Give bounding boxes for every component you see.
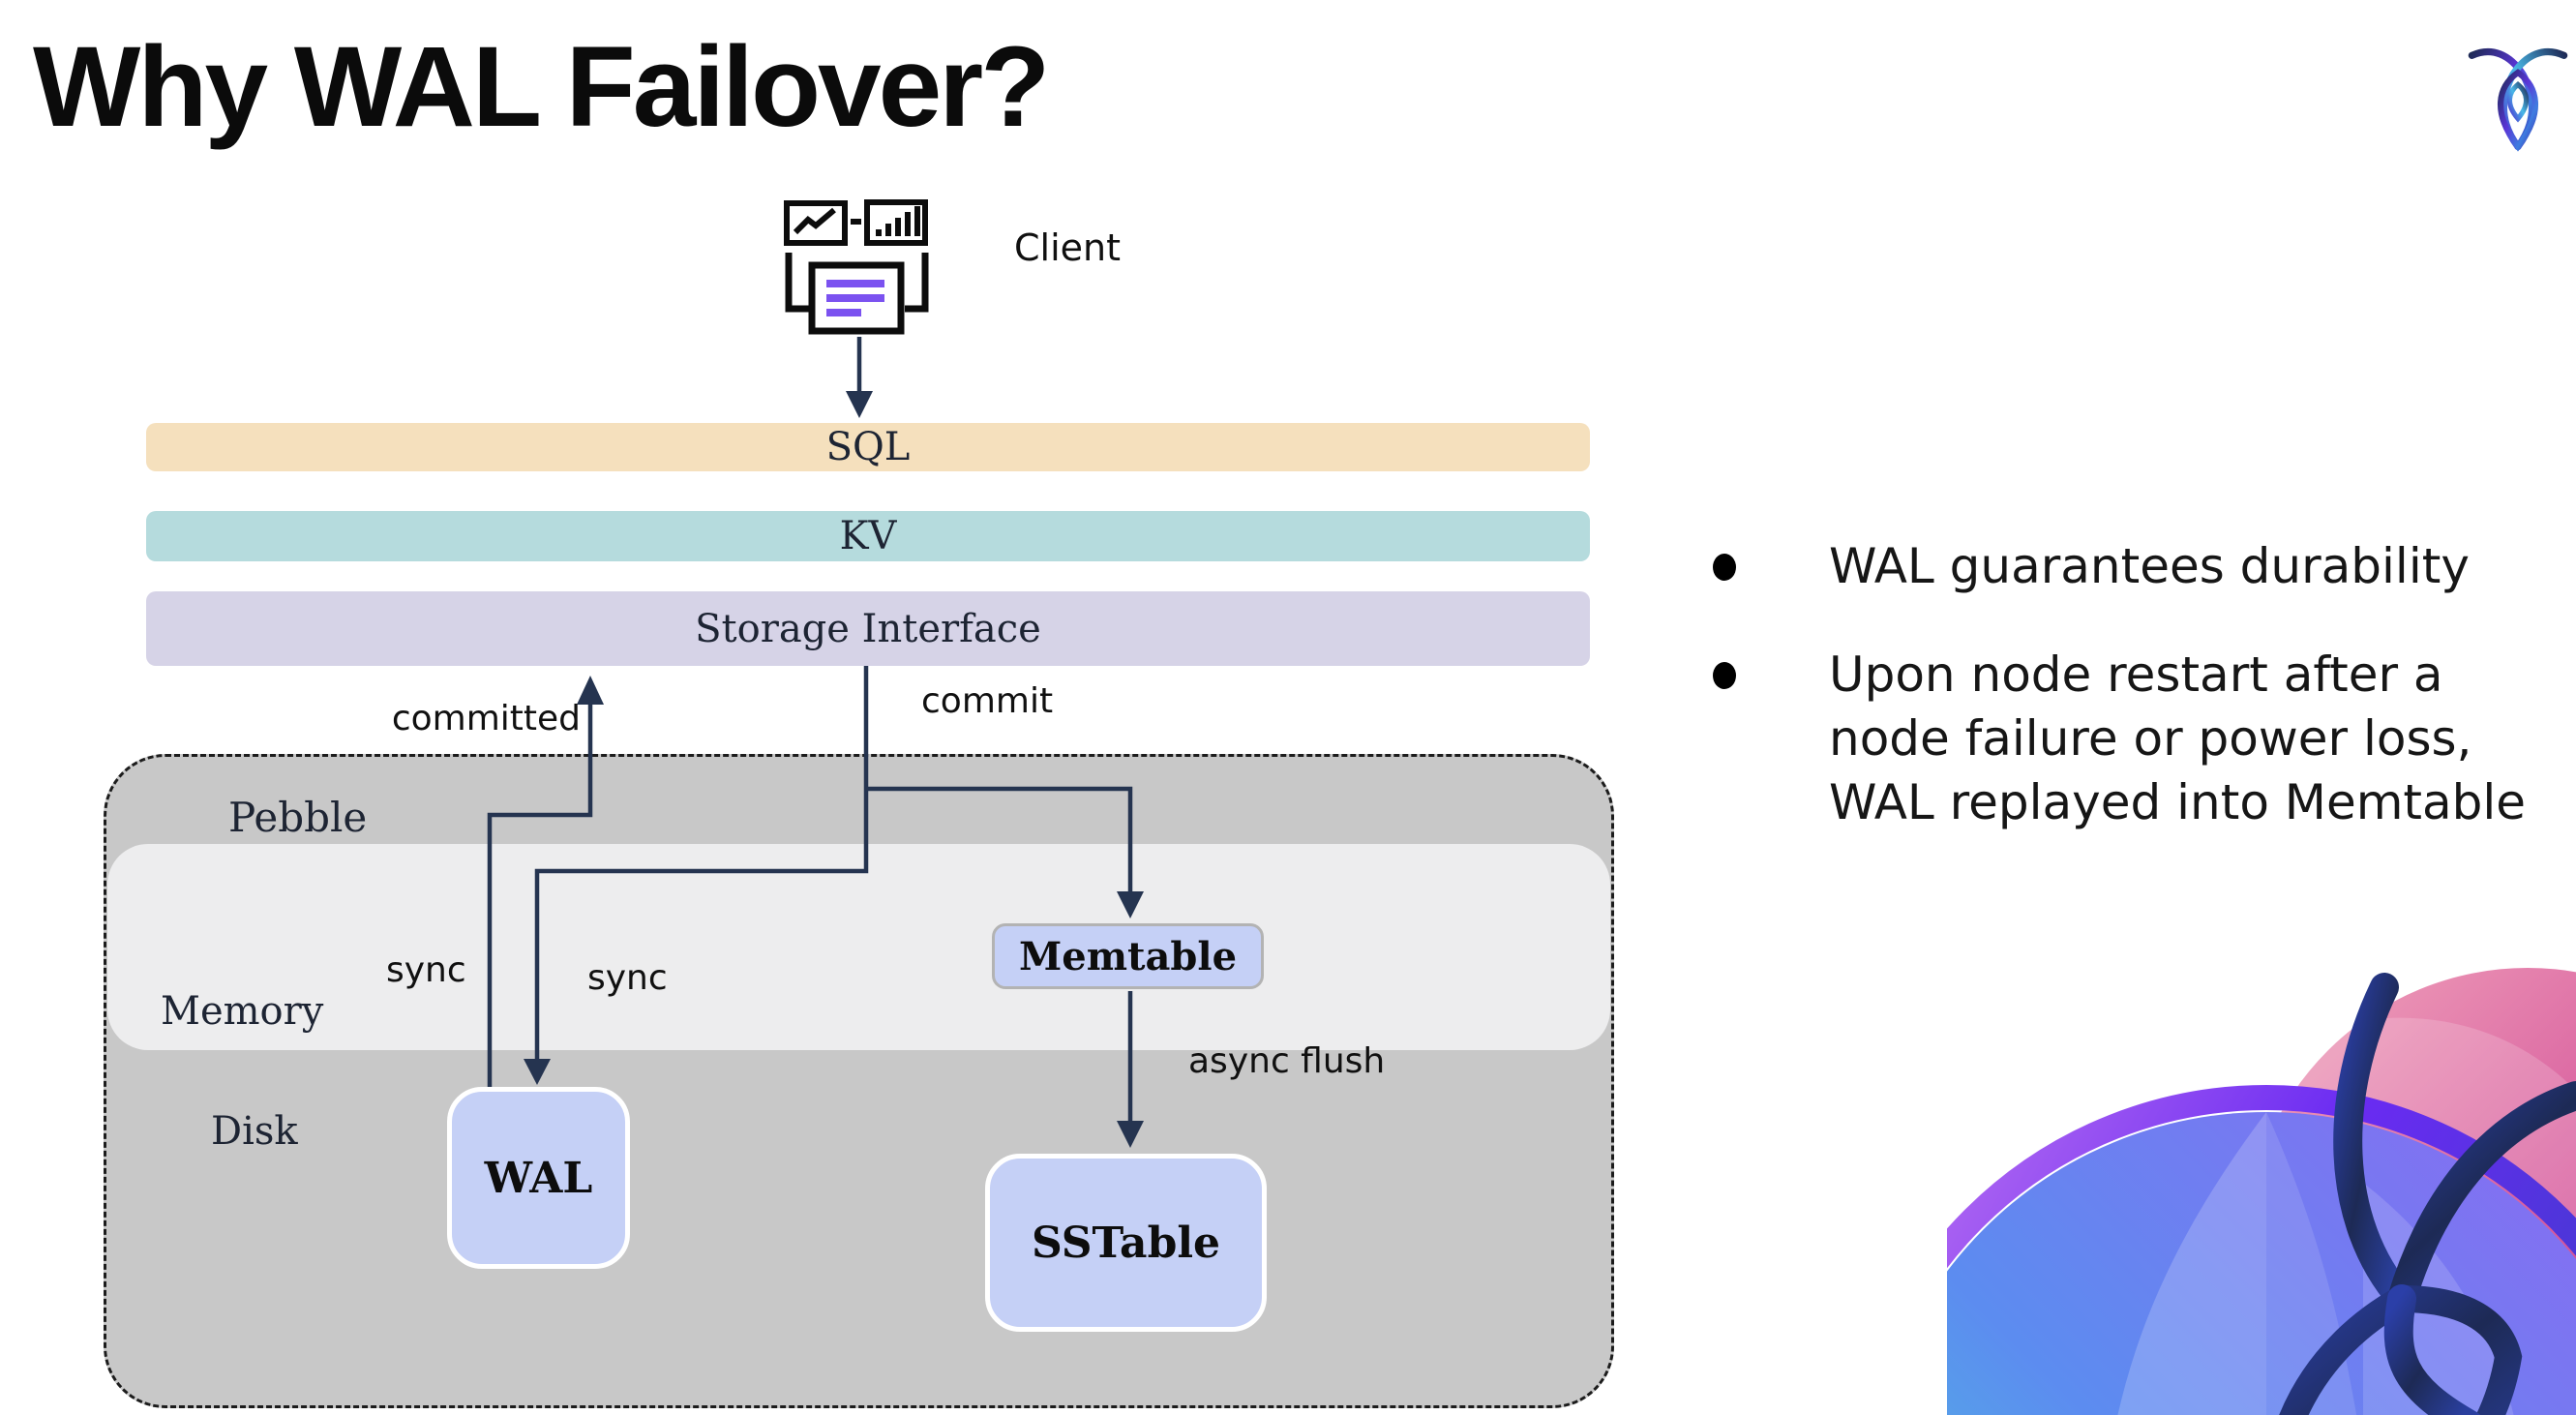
wal-label: WAL xyxy=(484,1153,593,1203)
bullet-icon xyxy=(1713,662,1736,689)
arrowhead xyxy=(846,391,873,418)
layer-sql-label: SQL xyxy=(825,425,911,469)
layer-kv: KV xyxy=(146,511,1590,561)
pebble-label: Pebble xyxy=(228,794,368,841)
sync-right-edge-label: sync xyxy=(587,958,668,998)
memtable-label: Memtable xyxy=(1018,933,1238,979)
memory-label: Memory xyxy=(161,989,324,1034)
cockroachdb-brand-art-icon xyxy=(1947,931,2576,1415)
layer-kv-label: KV xyxy=(839,514,897,558)
disk-label: Disk xyxy=(211,1109,298,1154)
wal-node: WAL xyxy=(447,1087,630,1269)
bullet-list: WAL guarantees durability Upon node rest… xyxy=(1713,534,2576,879)
layer-sql: SQL xyxy=(146,423,1590,471)
sync-left-edge-label: sync xyxy=(386,950,466,990)
commit-edge-label: commit xyxy=(921,681,1054,721)
bullet-text: WAL guarantees durability xyxy=(1829,538,2470,594)
bullet-icon xyxy=(1713,554,1736,581)
sstable-node: SSTable xyxy=(985,1154,1267,1332)
sstable-label: SSTable xyxy=(1031,1218,1221,1268)
list-item: WAL guarantees durability xyxy=(1713,534,2576,598)
client-apps-icon xyxy=(780,190,935,345)
page-title: Why WAL Failover? xyxy=(33,23,1050,151)
committed-edge-label: committed xyxy=(391,699,581,738)
layer-storage-interface: Storage Interface xyxy=(146,591,1590,666)
list-item: Upon node restart after a node failure o… xyxy=(1713,643,2576,834)
layer-storage-interface-label: Storage Interface xyxy=(695,606,1041,651)
client-label: Client xyxy=(1014,226,1122,269)
bullet-text: Upon node restart after a node failure o… xyxy=(1829,647,2527,830)
arrowhead xyxy=(577,676,604,705)
cockroachdb-logo-icon xyxy=(2468,46,2568,161)
async-flush-edge-label: async flush xyxy=(1188,1041,1386,1081)
memtable-node: Memtable xyxy=(992,923,1264,989)
memory-region xyxy=(107,844,1610,1050)
